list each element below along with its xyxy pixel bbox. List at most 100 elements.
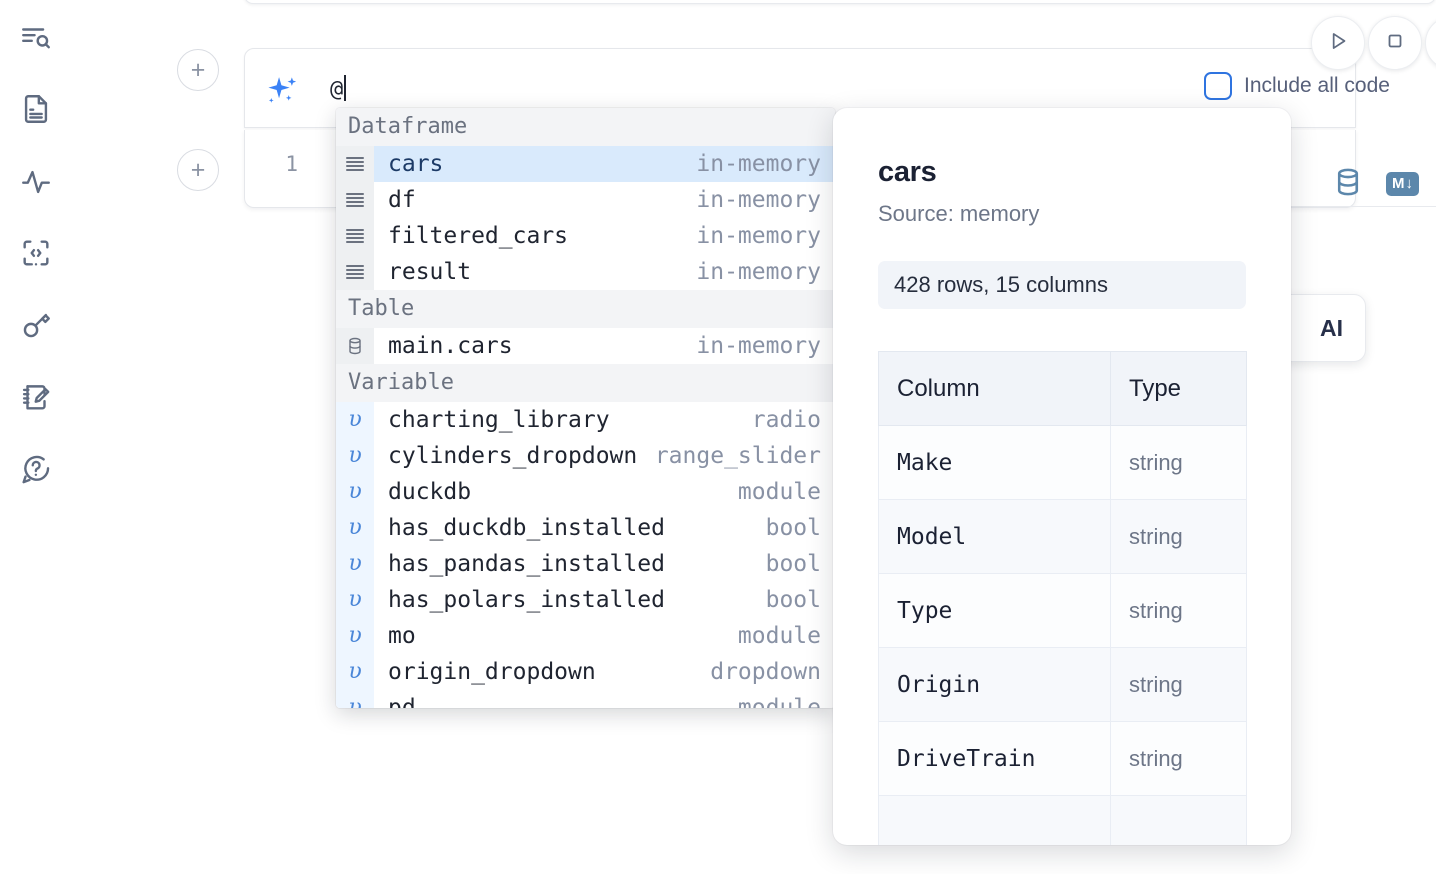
code-snippet-icon [19,236,53,270]
autocomplete-item-label: df [388,187,416,213]
autocomplete-item-type: in-memory [696,223,821,249]
preview-shape-badge: 428 rows, 15 columns [878,261,1246,309]
sidebar-item-help[interactable] [12,445,60,493]
left-icon-rail [0,0,72,874]
list-icon [336,182,374,218]
autocomplete-item-label: result [388,259,472,285]
autocomplete-item-type: module [737,623,821,649]
schema-header-column: Column [878,351,1111,426]
autocomplete-item-type: in-memory [696,187,821,213]
autocomplete-item-type: bool [765,551,821,577]
autocomplete-item-type: module [737,695,821,708]
autocomplete-section-header: Variable [336,364,835,402]
schema-column-type: string [1110,499,1247,574]
autocomplete-item-body: filtered_cars in-memory [374,218,835,254]
previous-cell-card [244,0,1436,4]
ai-prompt-input[interactable]: @ [330,70,1110,110]
table-row [878,795,1247,845]
autocomplete-item-type: radio [751,407,821,433]
autocomplete-item-label: cylinders_dropdown [388,443,638,469]
markdown-arrow: ↓ [1405,175,1414,192]
stop-square-icon [1383,29,1407,58]
autocomplete-item-type: dropdown [710,659,821,685]
sidebar-item-file[interactable] [12,85,60,133]
sidebar-item-outline-search[interactable] [12,14,60,62]
autocomplete-item-type: module [737,479,821,505]
autocomplete-item-label: has_pandas_installed [388,551,665,577]
autocomplete-item[interactable]: υ has_polars_installed bool [336,582,835,618]
autocomplete-item-label: duckdb [388,479,472,505]
generate-with-ai-label: AI [1320,314,1343,341]
cell-divider [1180,206,1436,207]
autocomplete-item-type: bool [765,587,821,613]
schema-header-type: Type [1110,351,1247,426]
add-cell-below-button[interactable]: + [177,149,219,191]
run-cell-button[interactable] [1311,16,1365,70]
sidebar-item-secrets[interactable] [12,301,60,349]
sql-cell-icon[interactable] [1332,166,1364,203]
code-line-number: 1 [285,152,298,176]
file-text-icon [19,92,53,126]
autocomplete-item[interactable]: filtered_cars in-memory [336,218,835,254]
include-all-code-row[interactable]: Include all code [1204,72,1390,100]
key-icon [19,308,53,342]
list-icon [336,218,374,254]
autocomplete-item-label: filtered_cars [388,223,569,249]
upsilon-icon: υ [336,582,374,618]
autocomplete-item-label: pd [388,695,416,708]
autocomplete-item[interactable]: υ has_pandas_installed bool [336,546,835,582]
upsilon-icon: υ [336,510,374,546]
activity-icon [19,165,53,199]
schema-column-type: string [1110,721,1247,796]
markdown-letter: M [1392,175,1405,192]
autocomplete-item-label: cars [374,146,697,182]
ai-prompt-value: @ [330,77,344,102]
sidebar-item-snippets[interactable] [12,229,60,277]
schema-column-type: string [1110,425,1247,500]
autocomplete-item-body: has_polars_installed bool [374,582,835,618]
autocomplete-item-body: has_pandas_installed bool [374,546,835,582]
autocomplete-item-type: in-memory [696,146,835,182]
schema-header-row: Column Type [878,351,1247,426]
autocomplete-item-label: origin_dropdown [388,659,596,685]
autocomplete-item-label: charting_library [388,407,610,433]
database-icon [336,328,374,364]
autocomplete-item-body: pd module [374,690,835,708]
upsilon-icon: υ [336,546,374,582]
sidebar-item-scratchpad[interactable] [12,373,60,421]
autocomplete-item-body: charting_library radio [374,402,835,438]
include-all-code-checkbox[interactable] [1204,72,1232,100]
add-cell-above-button[interactable]: + [177,49,219,91]
upsilon-icon: υ [336,474,374,510]
scratchpad-edit-icon [19,380,53,414]
stop-cell-button[interactable] [1368,16,1422,70]
markdown-cell-icon[interactable]: M↓ [1386,172,1419,196]
schema-column-name: Model [878,499,1111,574]
sidebar-item-activity[interactable] [12,158,60,206]
preview-source: Source: memory [878,201,1040,226]
autocomplete-item[interactable]: df in-memory [336,182,835,218]
upsilon-icon: υ [336,618,374,654]
more-actions-button[interactable] [1425,16,1436,70]
autocomplete-item-label: main.cars [388,333,513,359]
schema-column-type: string [1110,647,1247,722]
autocomplete-item-body: duckdb module [374,474,835,510]
autocomplete-item-label: has_polars_installed [388,587,665,613]
